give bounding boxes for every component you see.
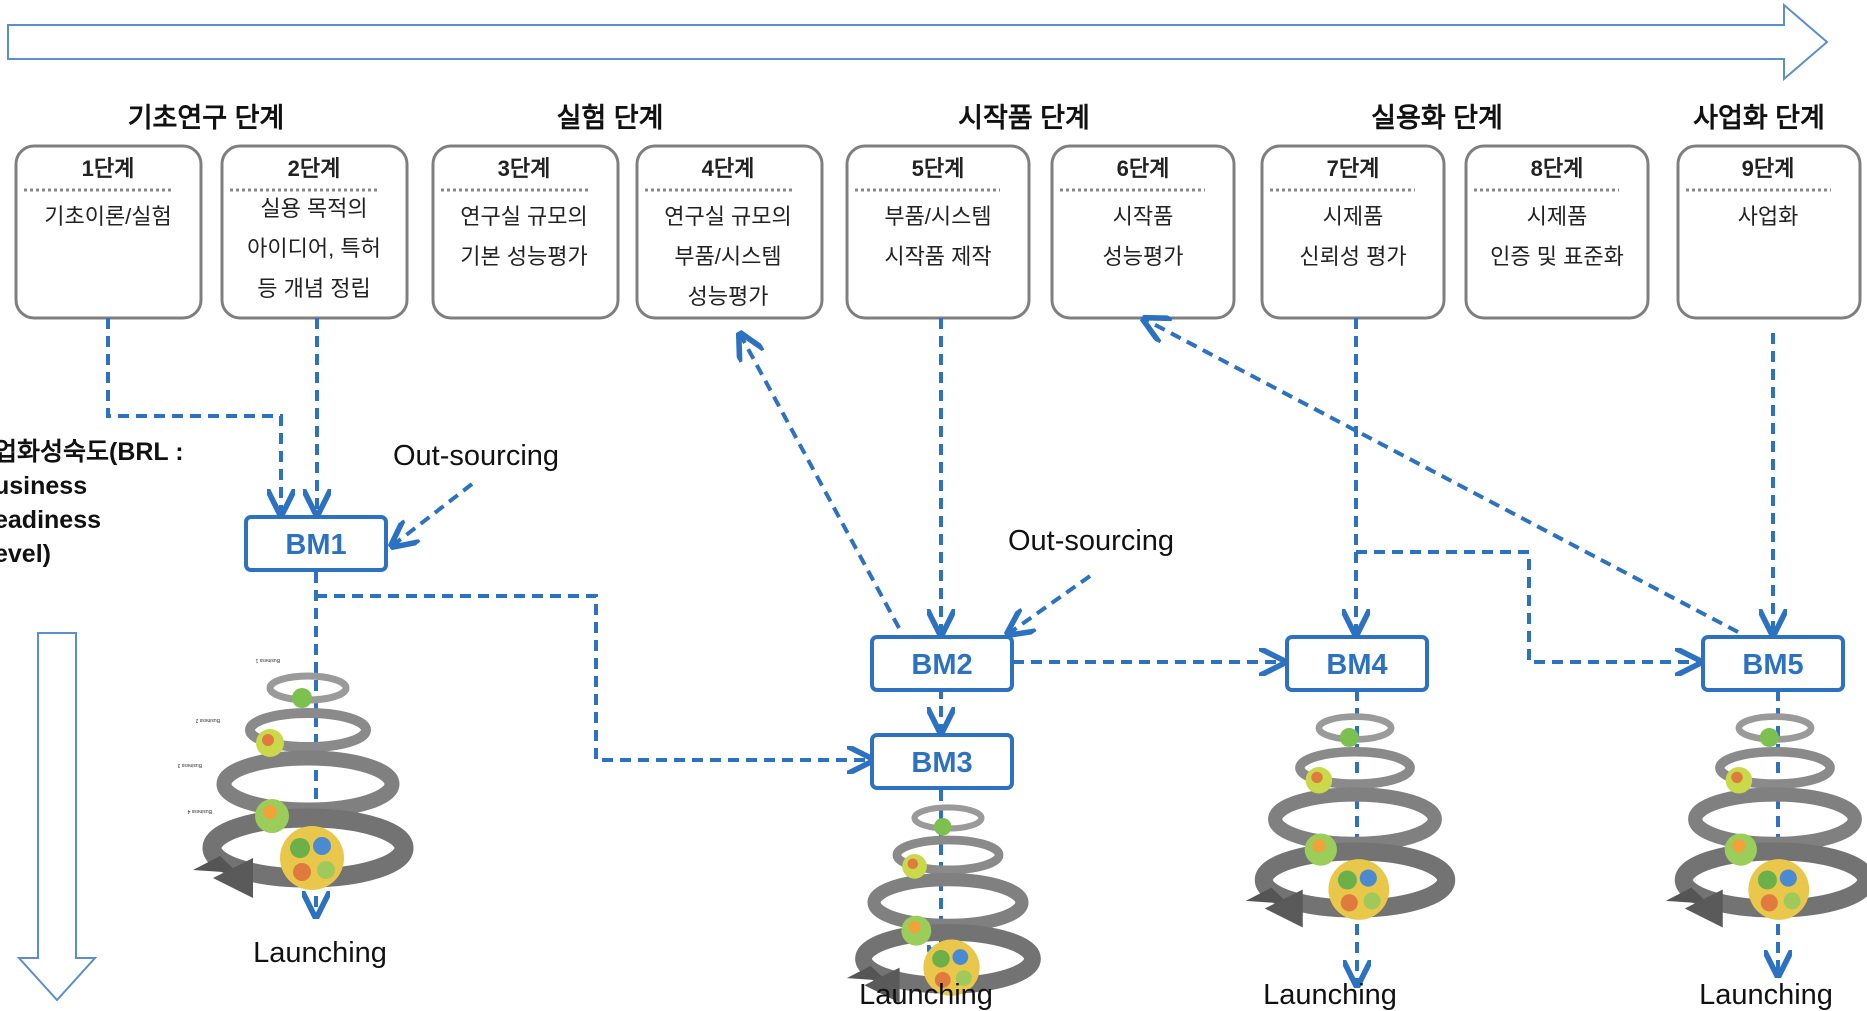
stage-description: 아이디어, 특허	[247, 236, 381, 261]
stage-title: 7단계	[1327, 156, 1380, 181]
stage-title: 4단계	[702, 156, 755, 181]
spiral-graphic-bm4	[1246, 717, 1446, 928]
connector-bm2-stage4	[740, 334, 901, 629]
launching-label-bm5: Launching	[1699, 979, 1833, 1011]
stage-description: 등 개념 정립	[257, 276, 370, 301]
spiral-graphic-bm1	[193, 676, 404, 898]
connector-outsourcing-bm2	[1008, 574, 1092, 634]
stage-box-3: 3단계 연구실 규모의 기본 성능평가	[431, 144, 620, 320]
stage-box-1: 1단계 기초이론/실험	[14, 144, 203, 320]
phase-title-experiment: 실험 단계	[557, 103, 664, 133]
outsourcing-label: Out-sourcing	[1008, 525, 1174, 557]
stage-box-4: 4단계 연구실 규모의 부품/시스템 성능평가	[635, 144, 824, 320]
brl-label-line: evel)	[0, 540, 51, 568]
bm2-box: BM2	[870, 635, 1014, 692]
bm-label: BM1	[285, 529, 346, 561]
stage-description: 사업화	[1738, 204, 1799, 229]
brl-label-line: eadiness	[0, 506, 101, 534]
phase-title-practical: 실용화 단계	[1371, 103, 1503, 133]
stage-description: 신뢰성 평가	[1299, 244, 1406, 269]
bm5-box: BM5	[1701, 635, 1845, 692]
bm-label: BM2	[911, 649, 972, 681]
stage-description: 연구실 규모의	[460, 204, 588, 229]
bm3-box: BM3	[870, 733, 1014, 790]
connector-bm5-stage6	[1144, 319, 1739, 634]
connector-outsourcing-bm1	[392, 482, 474, 546]
stage-box-6: 6단계 시작품 성능평가	[1050, 144, 1236, 320]
bm-label: BM5	[1742, 649, 1803, 681]
stage-description: 성능평가	[688, 284, 769, 309]
stage-title: 6단계	[1117, 156, 1170, 181]
spiral-graphic-bm5	[1666, 717, 1866, 928]
stage-description: 기본 성능평가	[460, 244, 588, 269]
stage-description: 부품/시스템	[674, 244, 781, 269]
spiral-business-label: Business 3	[177, 762, 202, 768]
brl-label-line: usiness	[0, 472, 87, 500]
stage-box-2: 2단계 실용 목적의 아이디어, 특허 등 개념 정립	[220, 144, 409, 320]
spiral-business-labels: Business 1 Business 2 Business 3 Busines…	[177, 657, 280, 814]
phase-title-basic-research: 기초연구 단계	[128, 103, 285, 133]
stage-box-9: 9단계 사업화	[1676, 144, 1862, 320]
stage-box-8: 8단계 시제품 인증 및 표준화	[1464, 144, 1650, 320]
bm-label: BM4	[1326, 649, 1387, 681]
launching-label-bm4: Launching	[1263, 979, 1397, 1011]
outsourcing-label: Out-sourcing	[393, 440, 559, 472]
stage-box-5: 5단계 부품/시스템 시작품 제작	[845, 144, 1031, 320]
spiral-business-label: Business 1	[255, 657, 280, 663]
phase-title-commercial: 사업화 단계	[1693, 103, 1825, 133]
stage-title: 8단계	[1531, 156, 1584, 181]
stage-description: 시작품	[1113, 204, 1174, 229]
spiral-business-label: Business 2	[195, 717, 220, 723]
stage-description: 부품/시스템	[884, 204, 991, 229]
stage-description: 연구실 규모의	[664, 204, 792, 229]
stage-description: 시제품	[1527, 204, 1588, 229]
launching-label-bm1: Launching	[253, 937, 387, 969]
connector-stage1-bm1	[106, 318, 281, 514]
stage-description: 인증 및 표준화	[1490, 244, 1624, 269]
stage-title: 3단계	[498, 156, 551, 181]
bm-label: BM3	[911, 747, 972, 779]
process-direction-arrow	[7, 2, 1829, 82]
stage-box-7: 7단계 시제품 신뢰성 평가	[1260, 144, 1446, 320]
bm4-box: BM4	[1285, 635, 1429, 692]
stage-description: 성능평가	[1103, 244, 1184, 269]
stage-title: 1단계	[82, 156, 135, 181]
launching-label-bm3: Launching	[859, 979, 993, 1011]
phase-title-prototype: 시작품 단계	[958, 103, 1090, 133]
connector-bm1-bm3	[316, 594, 872, 760]
bm1-box: BM1	[244, 515, 388, 572]
stage-description: 시제품	[1323, 204, 1384, 229]
connector-stage7-bm5-route	[1356, 550, 1700, 662]
spiral-business-label: Business 4	[187, 808, 212, 814]
stage-title: 9단계	[1742, 156, 1795, 181]
stage-description: 시작품 제작	[884, 244, 991, 269]
brl-direction-arrow	[16, 632, 98, 1002]
stage-title: 5단계	[912, 156, 965, 181]
stage-description: 기초이론/실험	[44, 204, 172, 229]
stage-description: 실용 목적의	[260, 196, 367, 221]
stage-title: 2단계	[288, 156, 341, 181]
brl-label-line: 업화성숙도(BRL :	[0, 438, 184, 466]
